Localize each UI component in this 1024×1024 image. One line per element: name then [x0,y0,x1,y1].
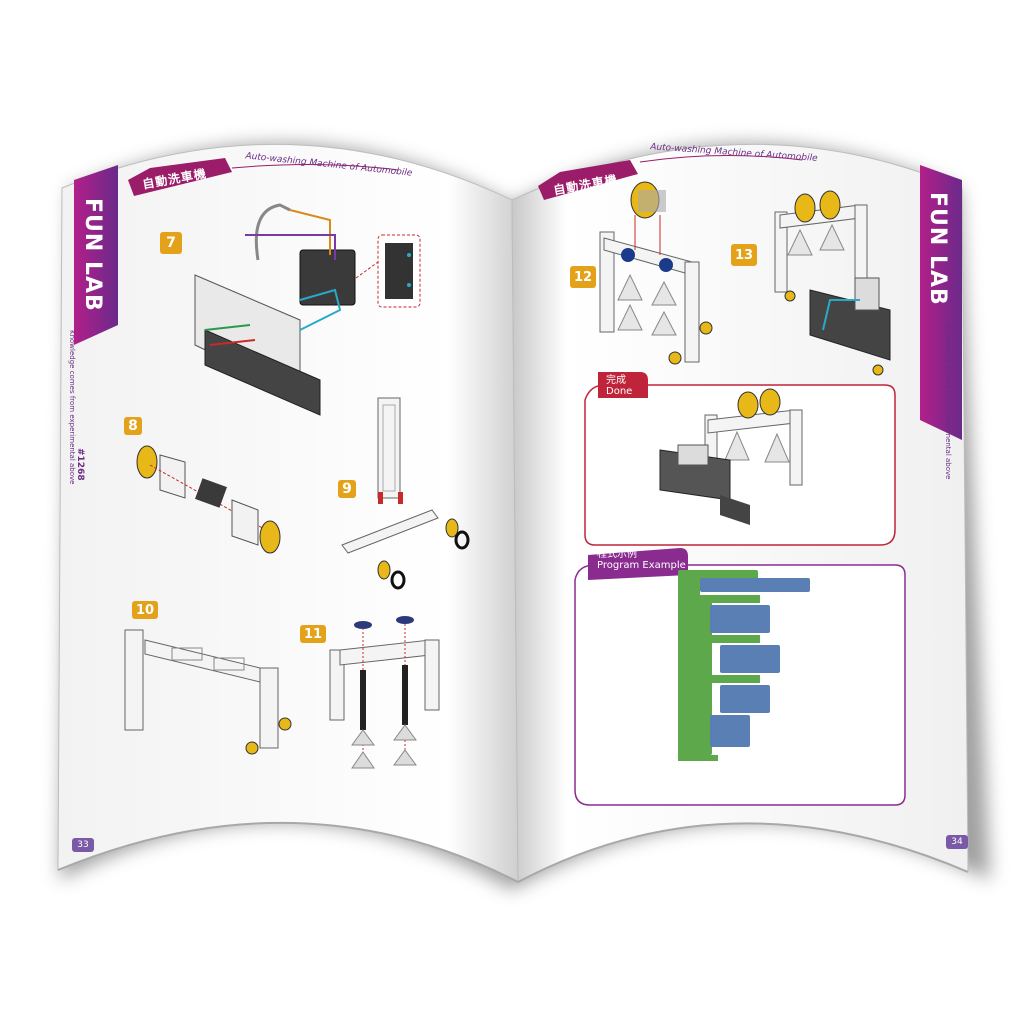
done-label-zh: 完成 [606,375,626,386]
left-page [57,143,519,883]
left-fun-lab-tab [74,165,118,345]
done-label: 完成 Done [606,375,632,397]
step-13-illustration [774,190,891,376]
program-blocks [678,570,810,761]
step-9-illustration [341,397,470,590]
right-fun-lab-tab [920,165,962,440]
step-12-badge: 12 [570,266,596,288]
left-fun-lab-label: FUN LAB [80,198,105,312]
left-header-ribbon [128,158,232,196]
done-label-bg [598,372,648,398]
right-side-tagline: Knowledge comes from experimental above [944,325,952,480]
right-page-number: 34 [946,835,968,849]
step-9-badge: 9 [338,480,356,498]
step-10-badge: 10 [132,601,158,619]
right-header-ribbon [538,160,638,200]
step-10-illustration [124,629,292,755]
step-11-illustration [329,616,440,769]
step-8-illustration [136,445,281,554]
step-12-illustration [599,181,713,365]
program-label-bg [588,548,688,580]
step-11-badge: 11 [300,625,326,643]
step-7-badge: 7 [160,232,182,254]
program-label-zh: 程式示例 [597,549,637,560]
done-label-en: Done [606,386,633,397]
step-8-badge: 8 [124,417,142,435]
program-label: 程式示例 Program Example [597,549,686,571]
step-7-illustration [194,203,421,416]
left-sku: #1268 [75,448,85,481]
done-illustration [659,388,803,525]
left-page-number: 33 [72,838,94,852]
program-label-en: Program Example [597,560,686,571]
right-fun-lab-label: FUN LAB [925,192,950,306]
step-13-badge: 13 [731,244,757,266]
